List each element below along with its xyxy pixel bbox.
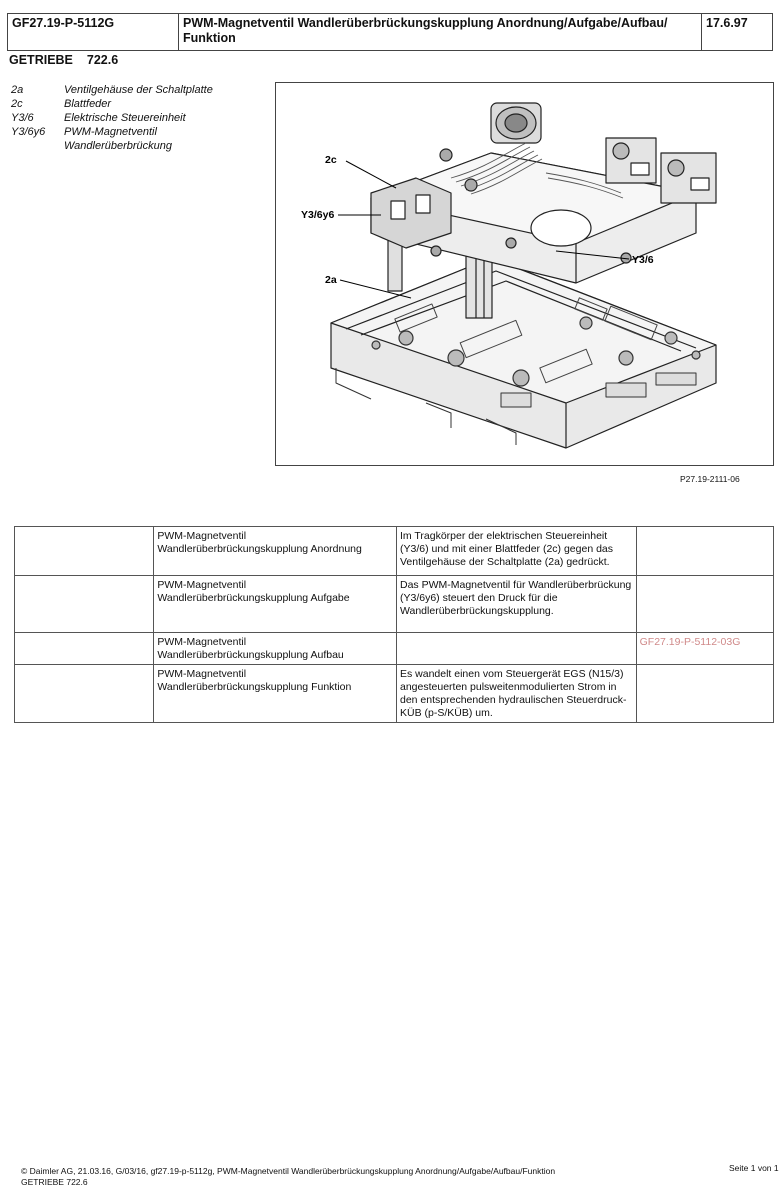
table-cell-topic: PWM-Magnetventil Wandlerüberbrückungskup… (153, 632, 397, 665)
table-cell-empty (13, 526, 155, 576)
legend-item: 2c Blattfeder (11, 97, 213, 111)
subheader-label: GETRIEBE (9, 53, 73, 67)
table-row: PWM-Magnetventil Wandlerüberbrückungskup… (13, 632, 775, 665)
table-cell-reference (635, 664, 775, 723)
subheader: GETRIEBE 722.6 (9, 53, 118, 67)
figure-reference: P27.19-2111-06 (680, 474, 740, 484)
table-cell-topic: PWM-Magnetventil Wandlerüberbrückungskup… (153, 526, 397, 576)
legend: 2a Ventilgehäuse der Schaltplatte 2c Blatt… (11, 83, 213, 153)
legend-text: PWM-Magnetventil Wandlerüberbrückung (64, 126, 173, 152)
table-cell-description: Das PWM-Magnetventil für Wandlerüberbrüc… (395, 575, 637, 633)
reference-link[interactable]: GF27.19-P-5112-03G (635, 632, 775, 665)
table-cell-topic: PWM-Magnetventil Wandlerüberbrückungskup… (153, 664, 397, 723)
footer-copyright: © Daimler AG, 21.03.16, G/03/16, gf27.19… (21, 1166, 556, 1176)
legend-code: Y3/6 (11, 112, 34, 124)
table-cell-reference (635, 526, 775, 576)
footer-subtitle: GETRIEBE 722.6 (21, 1177, 88, 1187)
table-cell-empty (13, 664, 155, 723)
callout-2a: 2a (325, 274, 337, 286)
callout-y3-6: Y3/6 (632, 254, 654, 266)
document-header: GF27.19-P-5112G PWM-Magnetventil Wandler… (7, 13, 773, 51)
table-cell-empty (13, 575, 155, 633)
legend-code: 2a (11, 84, 24, 96)
subheader-value: 722.6 (86, 53, 119, 67)
table-row: PWM-Magnetventil Wandlerüberbrückungskup… (13, 664, 775, 723)
table-cell-topic: PWM-Magnetventil Wandlerüberbrückungskup… (153, 575, 397, 633)
legend-text: Blattfeder (64, 98, 112, 110)
legend-text: Ventilgehäuse der Schaltplatte (64, 84, 213, 96)
callout-y3-6y6: Y3/6y6 (301, 209, 334, 221)
table-row: PWM-Magnetventil Wandlerüberbrückungskup… (13, 575, 775, 633)
document-id: GF27.19-P-5112G (7, 13, 179, 51)
table-cell-empty (13, 632, 155, 665)
table-cell-reference (635, 575, 775, 633)
callout-2c: 2c (325, 154, 337, 166)
legend-code: Y3/6y6 (11, 126, 46, 138)
page-number: Seite 1 von 1 (729, 1163, 779, 1173)
legend-text: Elektrische Steuereinheit (64, 112, 186, 124)
table-cell-description (395, 632, 637, 665)
table-row: PWM-Magnetventil Wandlerüberbrückungskup… (13, 526, 775, 576)
table-cell-description: Es wandelt einen vom Steuergerät EGS (N1… (395, 664, 637, 723)
legend-item: Y3/6 Elektrische Steuereinheit (11, 111, 213, 125)
table-cell-description: Im Tragkörper der elektrischen Steuerein… (395, 526, 637, 576)
legend-item: 2a Ventilgehäuse der Schaltplatte (11, 83, 213, 97)
valve-body-drawing: 2c Y3/6y6 Y3/6 2a (275, 82, 774, 466)
legend-code: 2c (11, 98, 23, 110)
description-table: PWM-Magnetventil Wandlerüberbrückungskup… (13, 526, 775, 723)
footer: © Daimler AG, 21.03.16, G/03/16, gf27.19… (21, 1166, 555, 1188)
legend-item: Y3/6y6 PWM-Magnetventil Wandlerüberbrücku… (11, 125, 213, 153)
document-date: 17.6.97 (701, 13, 773, 51)
valve-body-illustration: 2c Y3/6y6 Y3/6 2a (301, 102, 717, 449)
document-title: PWM-Magnetventil Wandlerüberbrückungskup… (178, 13, 702, 51)
